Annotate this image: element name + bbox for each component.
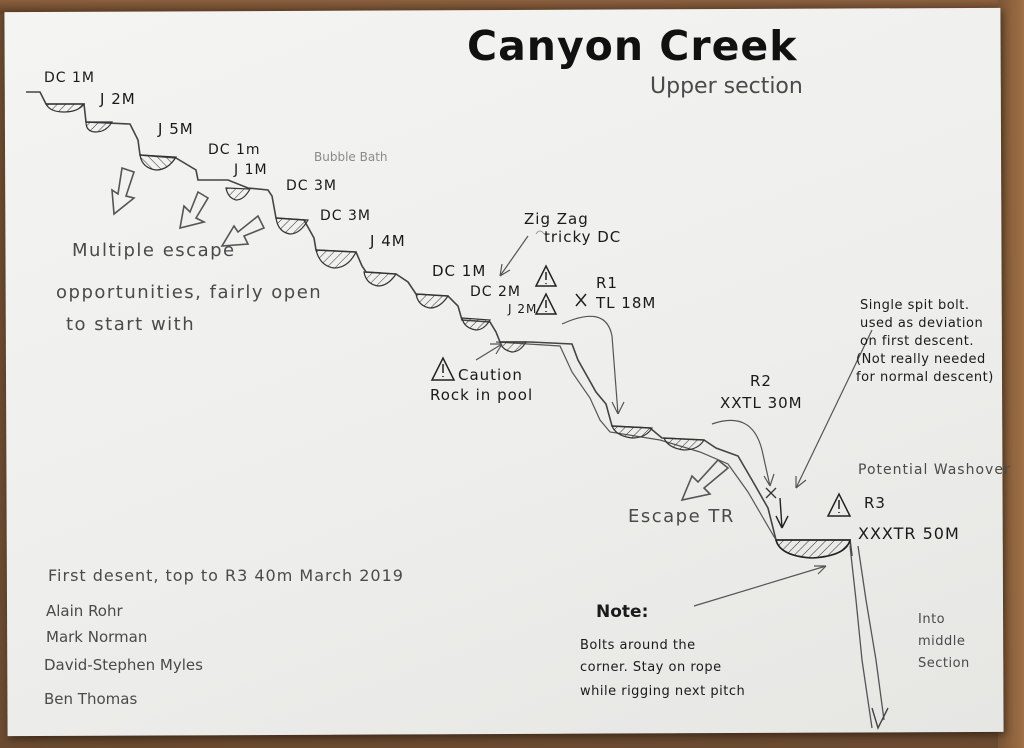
warning-triangle-icon [534, 264, 558, 287]
zigzag-pointer [499, 235, 529, 277]
caution-pointer [475, 343, 503, 361]
caution-detail: Rock in pool [430, 386, 534, 404]
escape-note-line: to start with [66, 314, 196, 335]
obstacle-label: DC 3M [320, 208, 371, 224]
obstacle-label: DC 2M [470, 284, 521, 300]
pool-1 [45, 103, 86, 113]
bolt-note-line: on first descent. [860, 334, 974, 349]
escape-arrow-tr [680, 458, 730, 502]
obstacle-label: J 5M [158, 120, 194, 138]
r2-pointer [711, 419, 775, 487]
obstacle-label: DC 3M [286, 178, 337, 194]
pool-8 [415, 293, 450, 309]
pool-3 [139, 154, 178, 171]
caution-label: Caution [458, 366, 523, 384]
bubble-bath-label: Bubble Bath [314, 150, 388, 164]
escape-arrow-1 [111, 166, 136, 216]
pool-6 [315, 249, 357, 269]
into-middle-line: Section [918, 656, 970, 671]
r3-label: R3 [864, 494, 886, 512]
bolt-note-line: for normal descent) [856, 370, 994, 385]
final-drop-line [849, 545, 873, 729]
obstacle-label: J 2M [100, 90, 136, 108]
pool-12 [663, 437, 706, 451]
note-title: Note: [596, 602, 649, 622]
escape-arrow-3 [220, 214, 266, 247]
credit-name: Ben Thomas [44, 690, 138, 708]
r1-pointer [561, 315, 625, 415]
warning-triangle-icon [430, 356, 456, 381]
pool-10 [499, 341, 528, 353]
credit-name: David-Stephen Myles [44, 656, 203, 674]
escape-tr-label: Escape TR [628, 506, 735, 527]
r1-label: R1 [596, 274, 618, 292]
page-title: Canyon Creek [467, 22, 798, 70]
r2-detail: XXTL 30M [720, 394, 803, 412]
pool-2 [85, 121, 114, 133]
washover-label: Potential Washover [858, 462, 1011, 478]
pool-11 [611, 425, 654, 439]
credit-name: Alain Rohr [46, 602, 123, 620]
zigzag-label: Zig Zag [524, 210, 589, 228]
escape-note-line: Multiple escape [72, 240, 236, 261]
obstacle-label: J 1M [234, 162, 268, 178]
note-line: Bolts around the [580, 638, 696, 653]
tricky-squiggle [535, 230, 545, 235]
r1-detail: TL 18M [596, 294, 657, 312]
pool-7 [363, 271, 398, 287]
bolt-note-line: (Not really needed [856, 352, 986, 367]
obstacle-label: J 4M [370, 232, 406, 250]
r1-bolt-mark [575, 293, 587, 307]
into-middle-line: middle [918, 634, 966, 649]
bolt-x-mark [765, 487, 777, 499]
credit-name: Mark Norman [46, 628, 148, 646]
obstacle-label: DC 1M [44, 70, 95, 86]
obstacle-label: J 2M [508, 302, 538, 316]
page-subtitle: Upper section [650, 74, 803, 99]
bolt-pointer [795, 329, 873, 489]
r3-detail: XXXTR 50M [858, 524, 960, 543]
note-pointer [693, 565, 827, 607]
into-middle-line: Into [918, 612, 946, 627]
obstacle-label: DC 1m [208, 142, 261, 158]
escape-arrow-2 [178, 190, 210, 230]
first-descent-heading: First desent, top to R3 40m March 2019 [48, 566, 404, 585]
pool-9 [461, 317, 492, 331]
bolt-note-line: Single spit bolt. [860, 298, 970, 313]
obstacle-label: DC 1M [432, 262, 487, 280]
note-line: while rigging next pitch [580, 684, 746, 699]
r2-label: R2 [750, 372, 772, 390]
bolt-note-line: used as deviation [860, 316, 984, 331]
note-line: corner. Stay on rope [580, 660, 722, 675]
r3-pointer [775, 497, 789, 529]
pool-13 [774, 539, 852, 559]
final-drop-line-2 [857, 545, 885, 721]
final-drop-arrow [871, 707, 889, 730]
pool-5 [275, 217, 309, 235]
warning-triangle-icon [534, 292, 558, 315]
tricky-dc-label: tricky DC [544, 228, 622, 246]
pool-4 [225, 187, 251, 201]
warning-triangle-icon [826, 492, 852, 517]
escape-note-line: opportunities, fairly open [56, 282, 323, 303]
